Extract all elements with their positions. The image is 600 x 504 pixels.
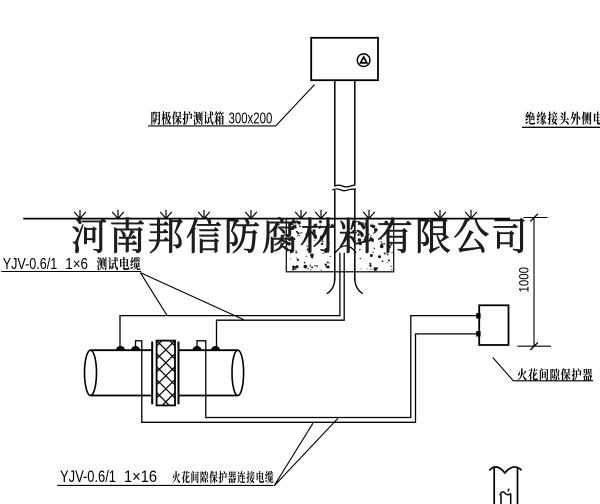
svg-text:1000: 1000 bbox=[517, 267, 532, 293]
svg-text:300x200: 300x200 bbox=[229, 111, 273, 128]
svg-text:YJV-0.6/1: YJV-0.6/1 bbox=[3, 256, 58, 273]
svg-text:1×6: 1×6 bbox=[65, 256, 88, 273]
svg-text:1×16: 1×16 bbox=[124, 467, 157, 486]
svg-text:YJV-0.6/1: YJV-0.6/1 bbox=[60, 467, 116, 486]
